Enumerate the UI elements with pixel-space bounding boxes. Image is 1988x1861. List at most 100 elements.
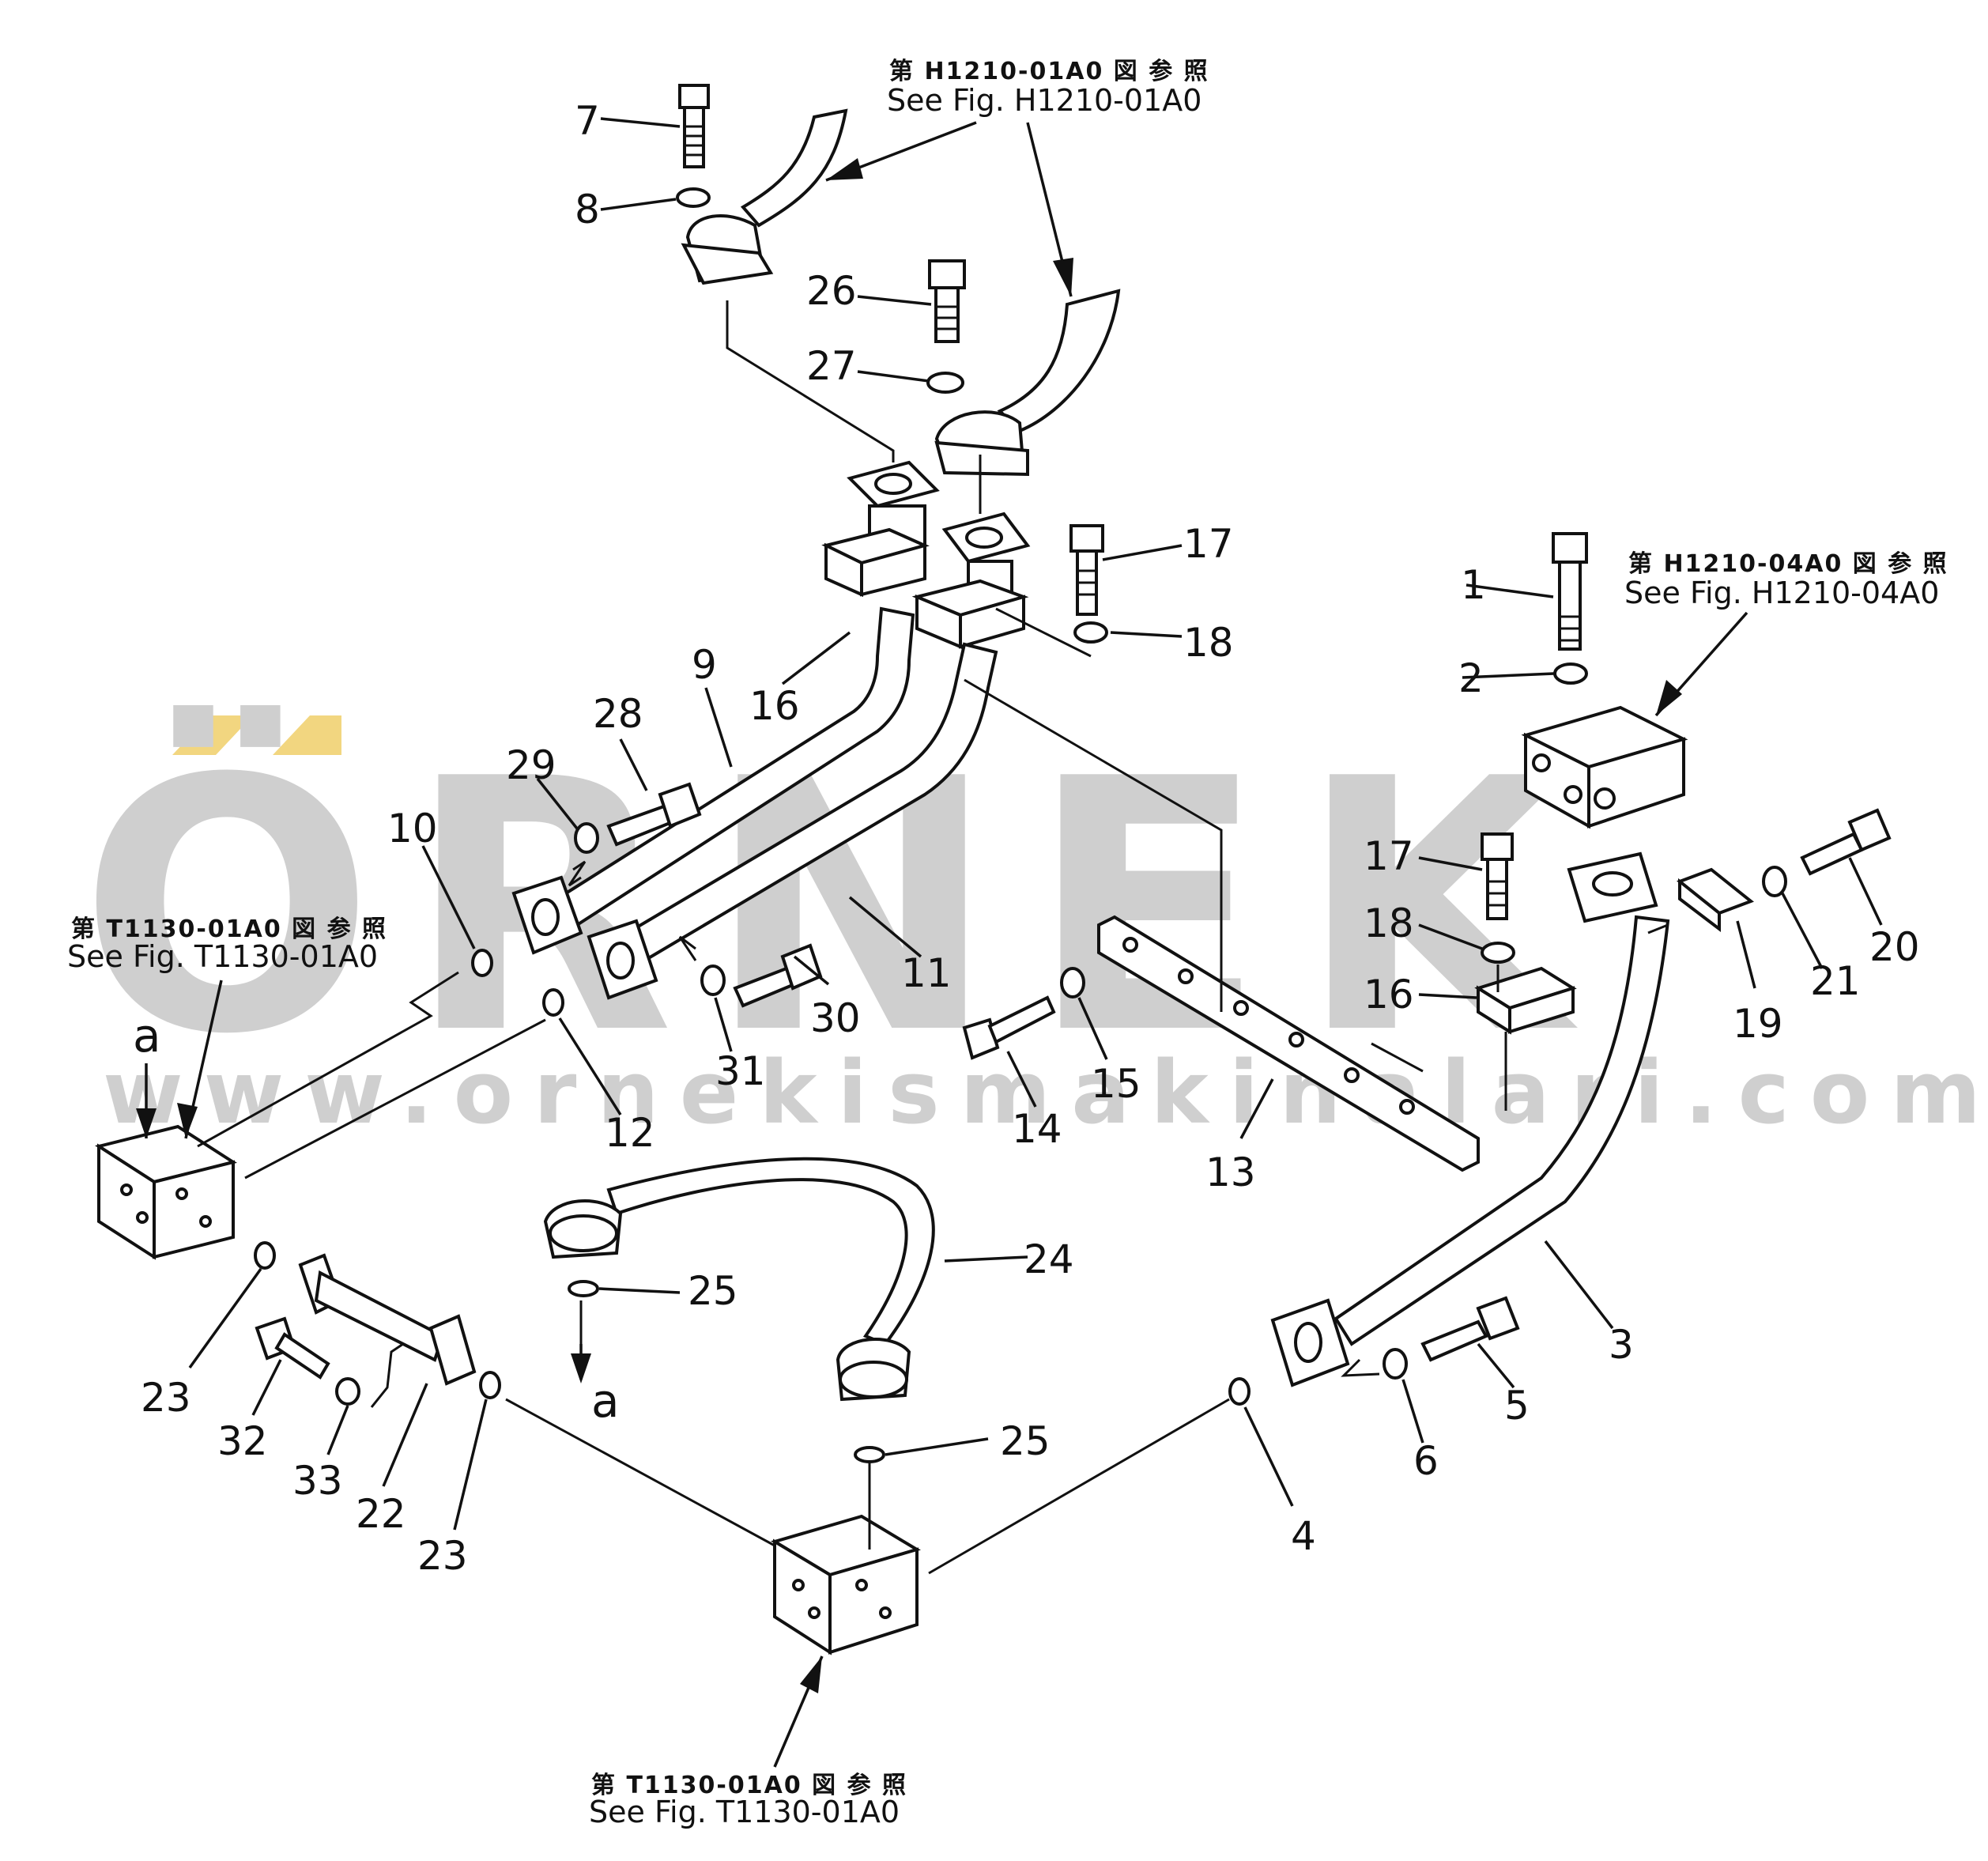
- reference-notes: 第 H1210-01A0 図 参 照 See Fig. H1210-01A0 第…: [67, 58, 1948, 1829]
- callout-7: 7: [575, 98, 600, 144]
- callout-18-lower: 18: [1364, 900, 1414, 946]
- bolt-5: [1420, 1296, 1520, 1362]
- callout-23-right: 23: [417, 1533, 468, 1579]
- washer-8: [676, 187, 711, 208]
- hose-upper-right: [934, 289, 1121, 477]
- callout-numbers: 1 2 3 4 5 6 7 8 9 10 11 12 13 14 15 16 1…: [141, 98, 1920, 1579]
- letter-a-bottom: a: [591, 1374, 620, 1428]
- bolt-20: [1800, 808, 1892, 876]
- callout-9: 9: [692, 642, 717, 688]
- washer-18-upper: [1073, 621, 1108, 644]
- bolt-26: [928, 259, 966, 343]
- o-ring-25-top: [568, 1280, 599, 1297]
- callout-18-upper: 18: [1183, 620, 1234, 666]
- block-t1130-left: [95, 1124, 237, 1260]
- valve-block-h1210-04a0: [1521, 705, 1688, 829]
- callout-6: 6: [1413, 1438, 1439, 1484]
- bolt-7: [678, 84, 710, 168]
- callout-27: 27: [806, 343, 857, 389]
- callout-29: 29: [506, 742, 556, 788]
- reference-arrows: [136, 121, 1748, 1768]
- o-ring-12: [542, 988, 564, 1017]
- o-ring-10: [471, 949, 493, 977]
- callout-24: 24: [1024, 1236, 1074, 1282]
- callout-4: 4: [1291, 1513, 1316, 1559]
- callout-19: 19: [1733, 1001, 1783, 1047]
- short-tube-22: [298, 1253, 477, 1386]
- callout-11: 11: [901, 950, 952, 996]
- ref-t1130-left-jp: 第 T1130-01A0 図 参 照: [71, 915, 387, 943]
- watermark-url: www.ornekismakinalari.com.tr: [103, 1042, 1988, 1143]
- callout-2: 2: [1458, 655, 1484, 701]
- tube-11-flange: [587, 919, 658, 1000]
- callout-16-lower: 16: [1364, 972, 1414, 1017]
- o-ring-4: [1228, 1377, 1251, 1406]
- block-t1130-bottom: [771, 1514, 921, 1655]
- ref-t1130-left-en: See Fig. T1130-01A0: [67, 939, 378, 974]
- ref-h1210-04a0-jp: 第 H1210-04A0 図 参 照: [1628, 550, 1948, 578]
- connection-letters: a a: [133, 1009, 620, 1428]
- tube-9-flange: [511, 875, 583, 955]
- tube-9: [550, 606, 915, 927]
- washer-29: [574, 822, 599, 854]
- callout-8: 8: [575, 187, 600, 232]
- callout-25-top: 25: [688, 1268, 738, 1314]
- tube-11: [598, 642, 998, 975]
- washer-21: [1762, 866, 1787, 897]
- clamp-19: [1677, 867, 1754, 933]
- block-16-lower: [1474, 966, 1577, 1035]
- washer-15: [1060, 967, 1085, 998]
- o-ring-25-bottom: [854, 1446, 885, 1463]
- leader-lines: [188, 117, 1883, 1531]
- ref-t1130-bottom-jp: 第 T1130-01A0 図 参 照: [591, 1772, 907, 1799]
- callout-12: 12: [605, 1110, 655, 1156]
- callout-31: 31: [715, 1048, 766, 1094]
- bolt-28: [606, 782, 702, 847]
- manifold-bar-13: [1097, 915, 1480, 1172]
- callout-32: 32: [217, 1418, 268, 1464]
- bolt-32: [255, 1316, 330, 1380]
- washer-33: [335, 1377, 360, 1406]
- washer-6: [1383, 1348, 1408, 1380]
- line-art: [95, 84, 1892, 1768]
- hose-upper-left: [681, 108, 848, 285]
- bolt-17-lower: [1481, 832, 1514, 920]
- watermark-umlaut-right: [273, 715, 341, 755]
- hose-24: [543, 1157, 935, 1402]
- callout-17-lower: 17: [1364, 833, 1414, 879]
- bolt-14: [962, 995, 1056, 1060]
- callout-28: 28: [593, 691, 643, 737]
- callout-17-upper: 17: [1183, 521, 1234, 567]
- ref-h1210-01a0-jp: 第 H1210-01A0 図 参 照: [889, 58, 1209, 85]
- o-ring-23-left: [254, 1241, 276, 1270]
- callout-16-upper: 16: [749, 683, 800, 729]
- washer-27: [926, 372, 964, 394]
- ref-t1130-bottom-en: See Fig. T1130-01A0: [589, 1795, 900, 1829]
- callout-22: 22: [356, 1491, 406, 1537]
- callout-13: 13: [1205, 1149, 1256, 1195]
- flange-block-assembly: [821, 460, 1031, 650]
- o-ring-23-right: [479, 1371, 501, 1399]
- callout-15: 15: [1091, 1061, 1141, 1107]
- callout-23-left: 23: [141, 1375, 191, 1421]
- letter-a-left: a: [133, 1009, 161, 1063]
- callout-25-bottom: 25: [1000, 1418, 1051, 1464]
- callout-21: 21: [1810, 958, 1861, 1004]
- bolt-1: [1552, 532, 1588, 651]
- ref-h1210-04a0-en: See Fig. H1210-04A0: [1624, 576, 1939, 610]
- callout-26: 26: [806, 268, 857, 314]
- bolt-30: [733, 943, 823, 1008]
- ref-h1210-01a0-en: See Fig. H1210-01A0: [887, 83, 1201, 118]
- washer-31: [700, 964, 726, 996]
- callout-20: 20: [1869, 924, 1920, 970]
- callout-5: 5: [1504, 1383, 1530, 1429]
- callout-10: 10: [387, 806, 438, 851]
- washer-18-lower: [1481, 942, 1515, 964]
- callout-3: 3: [1609, 1322, 1634, 1368]
- bolt-17-upper: [1069, 524, 1104, 616]
- washer-2: [1553, 662, 1588, 685]
- callout-30: 30: [810, 995, 861, 1041]
- callout-1: 1: [1461, 562, 1486, 608]
- callout-14: 14: [1012, 1106, 1062, 1152]
